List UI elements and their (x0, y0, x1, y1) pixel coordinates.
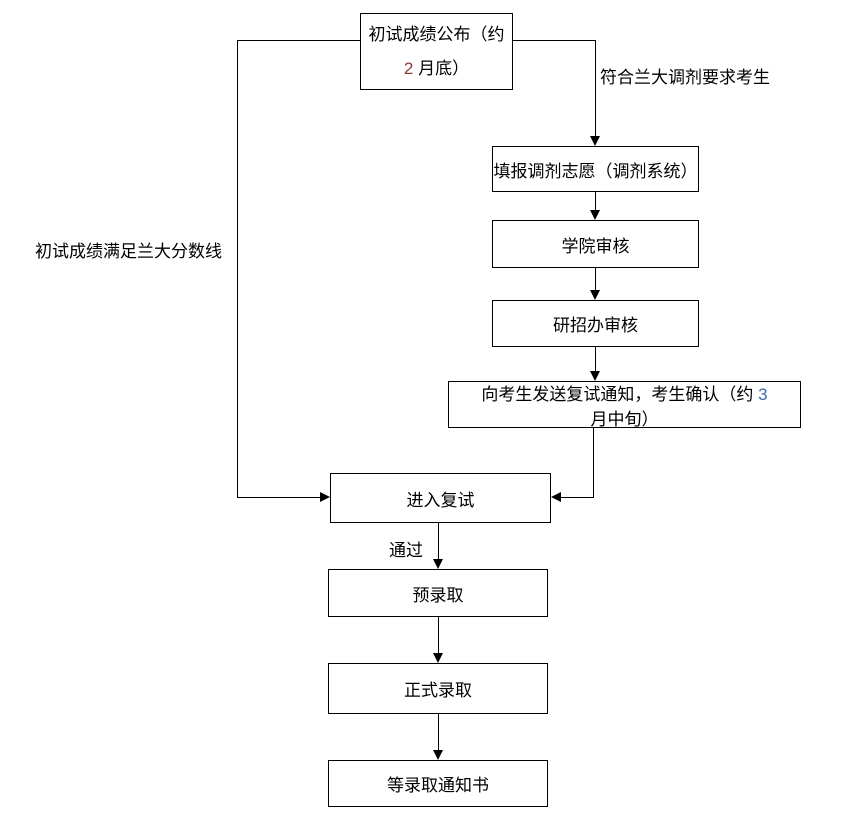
connector-left-branch-vertical (237, 40, 238, 497)
arrowhead-into-retest-left-icon (320, 492, 330, 502)
connector-notice-down-vertical (593, 428, 594, 498)
node-pre-admission: 预录取 (328, 569, 548, 617)
node-notice-suffix: 月中旬） (590, 409, 659, 429)
node-wait-admission-letter-label: 等录取通知书 (387, 776, 489, 795)
arrowhead-into-wait-letter-icon (433, 750, 443, 760)
label-left-branch-condition: 初试成绩满足兰大分数线 (35, 242, 222, 261)
connector-college-to-admissions (595, 268, 596, 291)
node-admissions-office-review-label: 研招办审核 (553, 316, 638, 335)
month-number-mar: 3 (758, 384, 768, 404)
connector-notice-to-retest-horizontal (561, 497, 594, 498)
node-pre-admission-label: 预录取 (412, 585, 464, 605)
node-fill-adjustment-label: 填报调剂志愿（调剂系统） (493, 161, 698, 181)
month-number-feb: 2 (403, 58, 414, 78)
label-right-branch-condition: 符合兰大调剂要求考生 (600, 68, 770, 87)
arrowhead-into-formal-admission-icon (433, 653, 443, 663)
connector-retest-to-pre (438, 523, 439, 559)
node-enter-retest: 进入复试 (330, 473, 551, 523)
arrowhead-into-admissions-icon (590, 290, 600, 300)
node-formal-admission-label: 正式录取 (404, 681, 472, 700)
arrowhead-into-apply-icon (590, 136, 600, 146)
arrowhead-into-college-icon (590, 210, 600, 220)
connector-apply-to-college (595, 192, 596, 211)
connector-right-branch-horizontal (513, 40, 595, 41)
node-admissions-office-review: 研招办审核 (492, 300, 699, 347)
arrowhead-into-retest-right-icon (551, 492, 561, 502)
connector-left-branch-top-horizontal (237, 40, 360, 41)
node-formal-admission: 正式录取 (328, 663, 548, 714)
node-initial-scores-line2-suffix: 月底） (413, 58, 470, 78)
node-initial-scores-line1: 初试成绩公布（约 (368, 24, 505, 44)
node-college-review-label: 学院审核 (561, 236, 630, 256)
connector-formal-to-wait (438, 714, 439, 750)
node-wait-admission-letter: 等录取通知书 (328, 760, 548, 807)
connector-left-branch-bottom-horizontal (237, 497, 320, 498)
node-college-review: 学院审核 (492, 220, 699, 268)
node-enter-retest-label: 进入复试 (406, 490, 475, 510)
node-send-retest-notice-label: 向考生发送复试通知，考生确认（约 3 月中旬） (449, 380, 800, 430)
connector-pre-to-formal (438, 617, 439, 653)
connector-admissions-to-notice (595, 347, 596, 372)
node-initial-scores-line2: 2 月底） (404, 52, 469, 86)
node-send-retest-notice: 向考生发送复试通知，考生确认（约 3 月中旬） (448, 380, 801, 430)
arrowhead-into-pre-admission-icon (433, 559, 443, 569)
node-initial-scores-announce: 初试成绩公布（约 2 月底） (360, 13, 513, 90)
arrowhead-into-notice-icon (590, 371, 600, 381)
node-fill-adjustment-application: 填报调剂志愿（调剂系统） (492, 146, 699, 192)
label-pass-condition: 通过 (389, 541, 423, 560)
connector-right-branch-vertical (595, 40, 596, 137)
node-notice-prefix: 向考生发送复试通知，考生确认（约 (481, 384, 759, 404)
